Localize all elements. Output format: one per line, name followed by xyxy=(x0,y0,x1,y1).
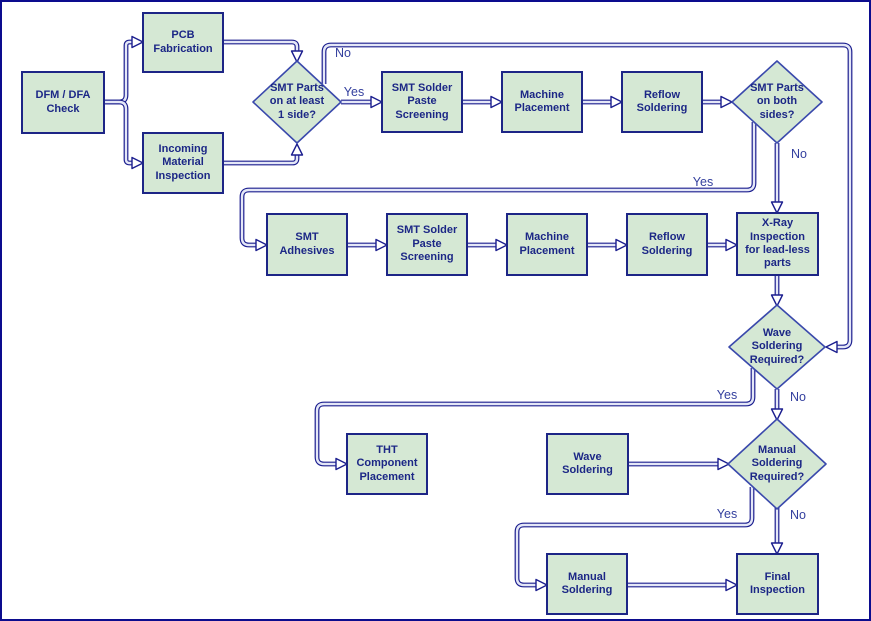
arrowhead-icon xyxy=(720,95,733,109)
edge-rs2-to-xray xyxy=(707,238,738,252)
edge-ms-to-fi xyxy=(627,578,738,592)
edge-d3-no-to-d4 xyxy=(770,389,784,421)
arrowhead-icon xyxy=(335,457,348,471)
decision-smt-parts-both-sides xyxy=(731,60,823,144)
decision-smt-parts-1-side xyxy=(252,60,342,144)
arrowhead-icon xyxy=(770,542,784,555)
node-pcb-fabrication xyxy=(142,12,224,73)
edge-sps2-to-mp2 xyxy=(467,238,508,252)
edge-mp1-to-rs1 xyxy=(582,95,623,109)
node-wave-soldering xyxy=(546,433,629,495)
arrowhead-icon xyxy=(255,238,268,252)
edge-d1-yes xyxy=(341,95,383,109)
edge-d2-no-to-xray xyxy=(770,143,784,214)
arrowhead-icon xyxy=(490,95,503,109)
decision-wave-soldering-required xyxy=(728,304,826,390)
edge-d4-no-to-fi xyxy=(770,508,784,555)
edge-dfm-to-pcb xyxy=(104,35,144,105)
arrowhead-icon xyxy=(770,201,784,214)
arrowhead-icon xyxy=(770,408,784,421)
node-final-inspection xyxy=(736,553,819,615)
edge-d4-yes-to-ms xyxy=(514,487,755,592)
arrowhead-icon xyxy=(131,35,144,49)
arrowhead-icon xyxy=(610,95,623,109)
arrowhead-icon xyxy=(725,578,738,592)
node-dfm-dfa-check xyxy=(21,71,105,134)
node-xray-inspection xyxy=(736,212,819,276)
edge-pcb-to-d1 xyxy=(223,39,304,63)
arrowhead-icon xyxy=(375,238,388,252)
node-incoming-material-inspection xyxy=(142,132,224,194)
edge-rs1-to-d2 xyxy=(702,95,733,109)
node-smt-solder-paste-screening-1 xyxy=(381,71,463,133)
arrowhead-icon xyxy=(717,457,730,471)
node-machine-placement-2 xyxy=(506,213,588,276)
arrowhead-icon xyxy=(495,238,508,252)
arrowhead-icon xyxy=(615,238,628,252)
node-tht-component-placement xyxy=(346,433,428,495)
edge-dfm-to-incoming xyxy=(104,99,144,170)
edge-xray-to-d3 xyxy=(770,275,784,307)
arrowhead-icon xyxy=(290,143,304,156)
node-smt-solder-paste-screening-2 xyxy=(386,213,468,276)
node-smt-adhesives xyxy=(266,213,348,276)
edge-d2-yes-to-adhesives xyxy=(239,122,757,252)
edge-mp2-to-rs2 xyxy=(587,238,628,252)
arrowhead-icon xyxy=(290,50,304,63)
edge-ws-to-d4 xyxy=(628,457,730,471)
arrowhead-icon xyxy=(131,156,144,170)
edge-sps1-to-mp1 xyxy=(462,95,503,109)
edge-d3-yes-to-tht xyxy=(314,368,756,471)
edge-incoming-to-d1 xyxy=(223,143,304,166)
arrowhead-icon xyxy=(825,340,838,354)
arrowhead-icon xyxy=(725,238,738,252)
arrowhead-icon xyxy=(535,578,548,592)
node-manual-soldering xyxy=(546,553,628,615)
arrowhead-icon xyxy=(370,95,383,109)
edge-adh-to-sps2 xyxy=(347,238,388,252)
node-reflow-soldering-1 xyxy=(621,71,703,133)
arrowhead-icon xyxy=(770,294,784,307)
node-reflow-soldering-2 xyxy=(626,213,708,276)
edge-d1-no-to-d3 xyxy=(321,42,853,354)
decision-manual-soldering-required xyxy=(727,418,827,510)
node-machine-placement-1 xyxy=(501,71,583,133)
